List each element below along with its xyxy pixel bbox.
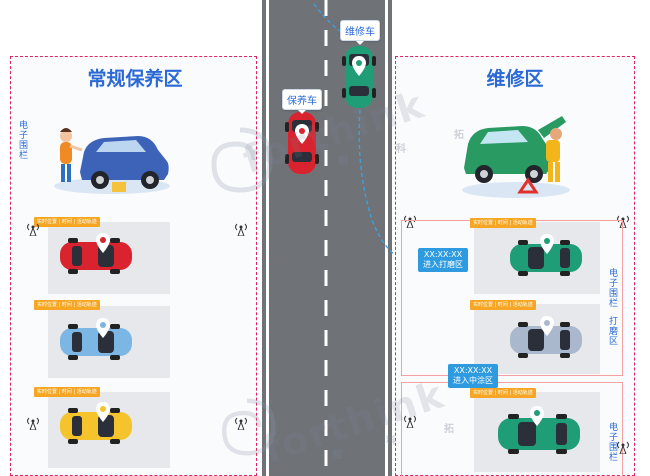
road-center-line <box>324 0 328 476</box>
car-green-repair-slot-1 <box>510 240 582 276</box>
slot-tag-2: 实时位置 | 时间 | 活动轨迹 <box>34 300 100 310</box>
car-repair-illustration <box>462 116 570 198</box>
road-edge-right <box>385 0 388 476</box>
watermark-glyph: 科 <box>396 144 406 155</box>
slot-tag-1: 实时位置 | 时间 | 活动轨迹 <box>34 217 100 227</box>
regular-zone-title: 常规保养区 <box>87 68 183 90</box>
repair-car-green <box>342 46 376 108</box>
info-box-enter-mid-coating: XX:XX:XX 进入中涂区 <box>448 364 498 388</box>
signal-antenna-icon <box>235 417 247 430</box>
location-pin-icon <box>352 56 366 76</box>
signal-antenna-icon <box>404 215 416 228</box>
signal-antenna-icon <box>27 223 39 236</box>
signal-antenna-icon <box>235 223 247 236</box>
watermark-glyph: 科 <box>386 436 396 447</box>
location-pin-icon <box>540 234 554 254</box>
info-box-enter-grinding: XX:XX:XX 进入打磨区 <box>418 248 468 272</box>
watermark-glyph: 拓 <box>454 130 464 141</box>
repair-car-label: 维修车 <box>340 20 380 45</box>
watermark-glyph: 相 <box>338 156 348 167</box>
car-wash-illustration <box>54 128 170 194</box>
car-red-slot-1 <box>60 238 132 274</box>
info-time: XX:XX:XX <box>453 366 493 375</box>
repair-slot-tag-3: 实时位置 | 时间 | 活动轨迹 <box>470 388 536 398</box>
repair-zone-fence-label-top: 电子围栏 <box>607 268 617 308</box>
location-pin-icon <box>540 316 554 336</box>
car-grey-repair-slot-2 <box>510 322 582 358</box>
swirl-decoration <box>211 127 273 193</box>
signal-antenna-icon <box>617 441 629 454</box>
road-edge-left <box>266 0 269 476</box>
location-pin-icon <box>96 402 110 422</box>
regular-zone-fence-label: 电子围栏 <box>17 120 27 160</box>
info-time: XX:XX:XX <box>423 250 463 259</box>
signal-antenna-icon <box>404 415 416 428</box>
signal-antenna-icon <box>27 417 39 430</box>
repair-slot-tag-1: 实时位置 | 时间 | 活动轨迹 <box>470 218 536 228</box>
maintenance-car-label: 保养车 <box>282 89 322 114</box>
slot-tag-3: 实时位置 | 时间 | 活动轨迹 <box>34 387 100 397</box>
watermark-glyph: 拓 <box>444 424 454 435</box>
repair-zone-title: 维修区 <box>486 68 544 90</box>
location-pin-icon <box>530 406 544 426</box>
mid-coating-area <box>401 382 623 476</box>
swirl-decoration <box>222 398 276 456</box>
location-pin-icon <box>295 124 309 144</box>
grinding-area-label: 打磨区 <box>607 316 617 346</box>
location-pin-icon <box>96 233 110 253</box>
car-green-repair-slot-3 <box>498 414 580 454</box>
repair-slot-tag-2: 实时位置 | 时间 | 活动轨迹 <box>470 300 536 310</box>
watermark-glyph: 相 <box>332 450 342 461</box>
info-text: 进入打磨区 <box>423 260 463 269</box>
info-text: 进入中涂区 <box>453 376 493 385</box>
repair-zone-fence-label-bottom: 电子围栏 <box>607 422 617 462</box>
location-pin-icon <box>96 318 110 338</box>
